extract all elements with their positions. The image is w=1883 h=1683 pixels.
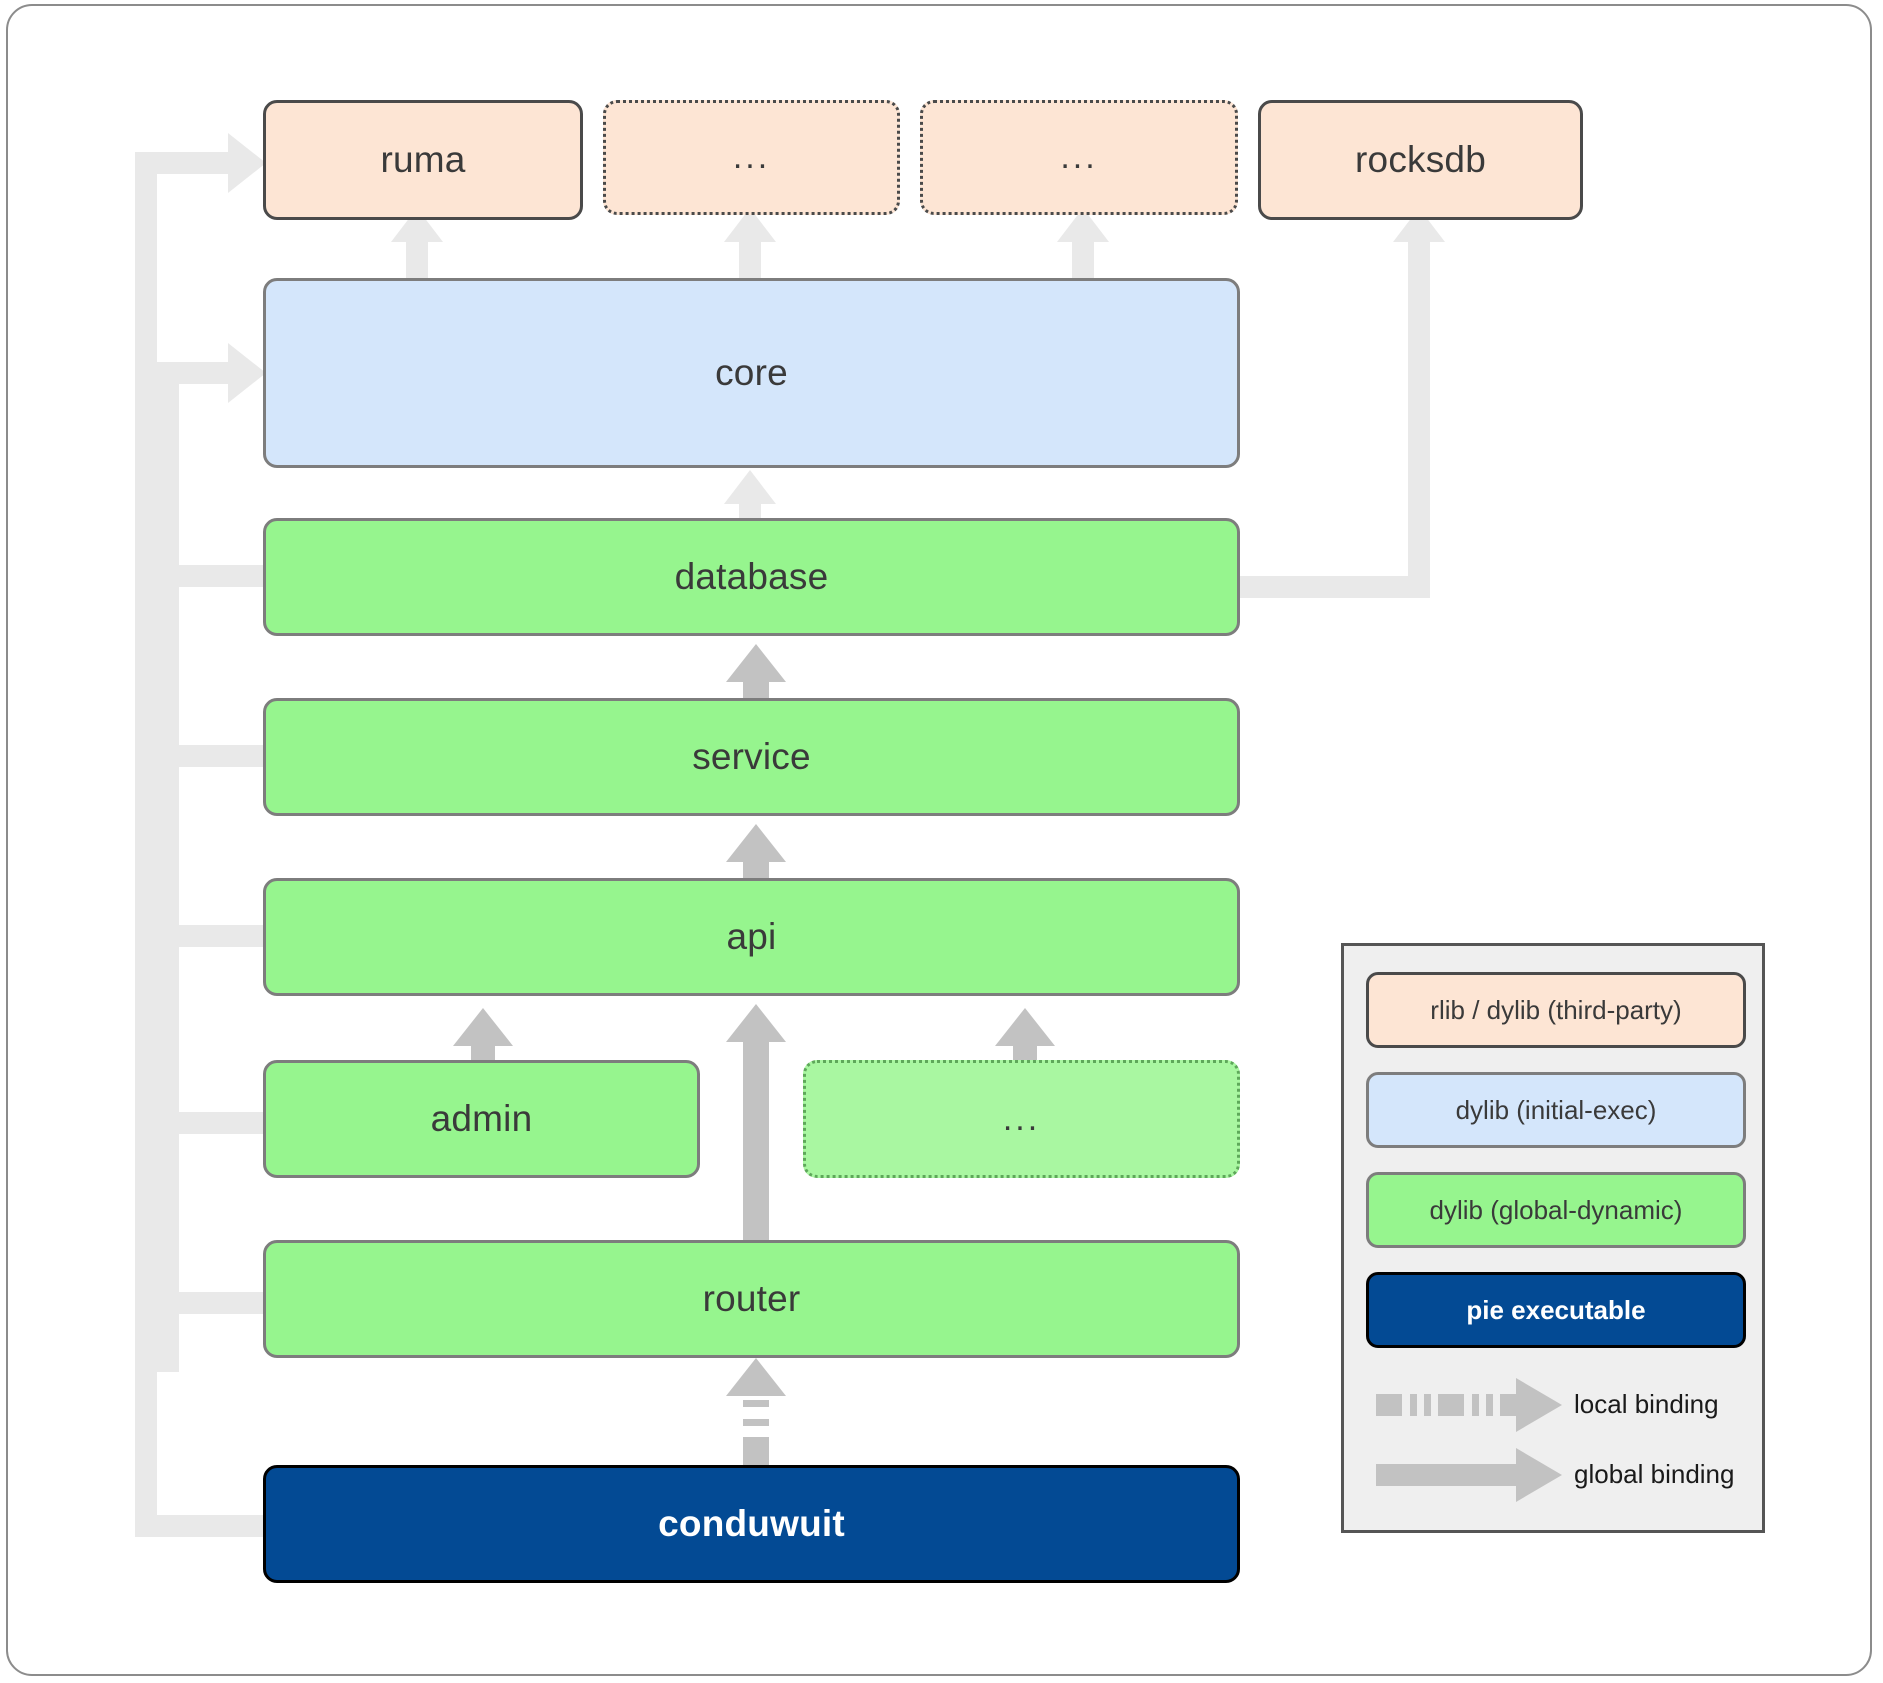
outer-frame-border bbox=[6, 4, 1872, 1676]
arrow-api-to-service bbox=[726, 824, 786, 862]
bus-inner-to-core-horizontal bbox=[157, 362, 245, 384]
legend-item-initial-exec-label: dylib (initial-exec) bbox=[1455, 1094, 1657, 1125]
node-third-b-label: ... bbox=[1060, 138, 1098, 176]
stub-api-to-bus bbox=[157, 925, 270, 947]
wire-database-to-rocksdb-horizontal bbox=[1240, 576, 1430, 598]
legend-item-third-party-label: rlib / dylib (third-party) bbox=[1430, 994, 1682, 1025]
node-api[interactable]: api bbox=[263, 878, 1240, 996]
wire-database-to-core bbox=[739, 500, 761, 522]
arrow-bus-to-core bbox=[228, 343, 266, 403]
arrow-extra-to-api bbox=[995, 1008, 1055, 1046]
node-api-label: api bbox=[726, 916, 777, 957]
bus-outer-to-conduwuit-horizontal bbox=[135, 1515, 270, 1537]
wire-service-to-database bbox=[743, 680, 769, 702]
wire-router-to-api bbox=[743, 1040, 769, 1250]
arrow-service-to-database bbox=[726, 644, 786, 682]
arrow-bus-to-ruma bbox=[228, 133, 266, 193]
node-rocksdb[interactable]: rocksdb bbox=[1258, 100, 1583, 220]
wire-database-to-rocksdb-vertical bbox=[1408, 238, 1430, 598]
global-binding-arrow-icon bbox=[1376, 1446, 1566, 1502]
node-core-label: core bbox=[715, 352, 788, 393]
node-router-label: router bbox=[702, 1278, 801, 1319]
node-core[interactable]: core bbox=[263, 278, 1240, 468]
legend-item-pie-executable-label: pie executable bbox=[1466, 1294, 1646, 1325]
legend-panel: rlib / dylib (third-party) dylib (initia… bbox=[1341, 943, 1765, 1533]
bus-inner-vertical bbox=[157, 362, 179, 1372]
bus-outer-to-ruma-horizontal bbox=[135, 152, 245, 174]
node-rocksdb-label: rocksdb bbox=[1355, 139, 1486, 180]
node-service[interactable]: service bbox=[263, 698, 1240, 816]
wire-core-to-third-a bbox=[739, 238, 761, 288]
arrow-database-to-core bbox=[724, 470, 776, 504]
legend-item-third-party: rlib / dylib (third-party) bbox=[1366, 972, 1746, 1048]
node-service-label: service bbox=[692, 736, 811, 777]
node-database-label: database bbox=[674, 556, 829, 597]
stub-admin-to-bus bbox=[157, 1112, 270, 1134]
arrow-router-to-api bbox=[726, 1004, 786, 1042]
node-extra[interactable]: ... bbox=[803, 1060, 1240, 1178]
stub-database-to-bus bbox=[157, 565, 270, 587]
wire-conduwuit-to-router-seg2 bbox=[743, 1419, 769, 1426]
arrow-admin-to-api bbox=[453, 1008, 513, 1046]
node-database[interactable]: database bbox=[263, 518, 1240, 636]
arrow-conduwuit-to-router bbox=[726, 1358, 786, 1396]
node-third-b[interactable]: ... bbox=[920, 100, 1238, 215]
node-admin-label: admin bbox=[430, 1098, 533, 1139]
legend-binding-global-label: global binding bbox=[1574, 1458, 1735, 1489]
legend-item-initial-exec: dylib (initial-exec) bbox=[1366, 1072, 1746, 1148]
legend-item-pie-executable: pie executable bbox=[1366, 1272, 1746, 1348]
node-extra-label: ... bbox=[1002, 1099, 1041, 1138]
node-admin[interactable]: admin bbox=[263, 1060, 700, 1178]
node-third-a-label: ... bbox=[732, 138, 771, 176]
wire-core-to-third-b bbox=[1072, 238, 1094, 288]
node-third-a[interactable]: ... bbox=[603, 100, 900, 215]
stub-service-to-bus bbox=[157, 745, 270, 767]
node-conduwuit-label: conduwuit bbox=[658, 1503, 845, 1544]
legend-item-global-dynamic-label: dylib (global-dynamic) bbox=[1429, 1194, 1683, 1225]
wire-api-to-service bbox=[743, 860, 769, 882]
node-conduwuit[interactable]: conduwuit bbox=[263, 1465, 1240, 1583]
node-ruma[interactable]: ruma bbox=[263, 100, 583, 220]
bus-outer-vertical bbox=[135, 152, 157, 1537]
legend-item-global-dynamic: dylib (global-dynamic) bbox=[1366, 1172, 1746, 1248]
stub-router-to-bus bbox=[157, 1292, 270, 1314]
legend-binding-local: local binding bbox=[1344, 1376, 1768, 1432]
wire-core-to-ruma bbox=[406, 238, 428, 288]
wire-conduwuit-to-router-seg1 bbox=[743, 1437, 769, 1467]
local-binding-arrow-icon bbox=[1376, 1376, 1566, 1432]
wire-conduwuit-to-router-seg3 bbox=[743, 1400, 769, 1407]
node-router[interactable]: router bbox=[263, 1240, 1240, 1358]
node-ruma-label: ruma bbox=[380, 139, 466, 180]
legend-binding-local-label: local binding bbox=[1574, 1388, 1719, 1419]
legend-binding-global: global binding bbox=[1344, 1446, 1768, 1502]
